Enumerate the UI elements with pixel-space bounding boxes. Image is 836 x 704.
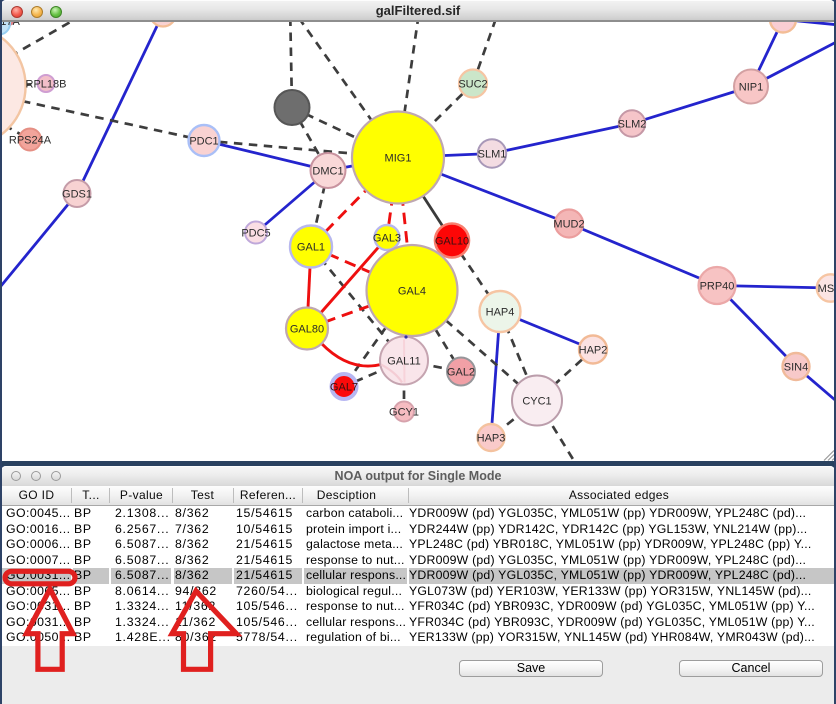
svg-text:GCY1: GCY1 bbox=[389, 406, 419, 418]
svg-text:GAL3: GAL3 bbox=[373, 232, 401, 244]
svg-text:MIG1: MIG1 bbox=[385, 152, 412, 164]
svg-text:HAP4: HAP4 bbox=[486, 306, 515, 318]
svg-text:DMC1: DMC1 bbox=[312, 165, 343, 177]
svg-text:SUC2: SUC2 bbox=[458, 78, 487, 90]
svg-text:CYC1: CYC1 bbox=[522, 395, 551, 407]
svg-text:17A: 17A bbox=[1, 22, 20, 28]
svg-text:RPL18B: RPL18B bbox=[26, 78, 67, 90]
svg-text:PRP40: PRP40 bbox=[700, 280, 735, 292]
svg-text:SIN4: SIN4 bbox=[784, 361, 808, 373]
svg-text:MSI1: MSI1 bbox=[818, 283, 835, 295]
svg-text:GDS1: GDS1 bbox=[62, 188, 92, 200]
svg-text:PDC1: PDC1 bbox=[189, 135, 218, 147]
svg-text:GAL11: GAL11 bbox=[387, 355, 420, 367]
svg-text:GAL1: GAL1 bbox=[297, 241, 325, 253]
svg-text:SLM1: SLM1 bbox=[478, 148, 507, 160]
svg-text:NIP1: NIP1 bbox=[739, 81, 763, 93]
svg-text:RPS24A: RPS24A bbox=[9, 134, 52, 146]
svg-text:GAL2: GAL2 bbox=[447, 366, 475, 378]
svg-text:GAL4: GAL4 bbox=[398, 285, 426, 297]
svg-text:MUD2: MUD2 bbox=[553, 218, 584, 230]
svg-text:HAP2: HAP2 bbox=[579, 344, 608, 356]
svg-text:HAP3: HAP3 bbox=[477, 432, 506, 444]
svg-text:GAL80: GAL80 bbox=[290, 323, 324, 335]
svg-text:GAL7: GAL7 bbox=[330, 381, 358, 393]
svg-text:SLM2: SLM2 bbox=[618, 118, 647, 130]
svg-text:PDC5: PDC5 bbox=[241, 227, 270, 239]
svg-text:GAL10: GAL10 bbox=[435, 235, 469, 247]
